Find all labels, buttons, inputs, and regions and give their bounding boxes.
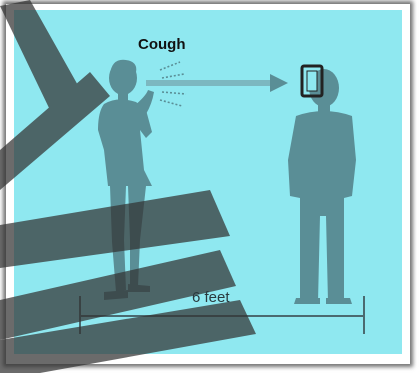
distance-label: 6 feet [192, 289, 230, 306]
standing-person-icon [288, 69, 356, 304]
cough-label: Cough [138, 36, 185, 53]
overlay-stripes [0, 0, 256, 373]
